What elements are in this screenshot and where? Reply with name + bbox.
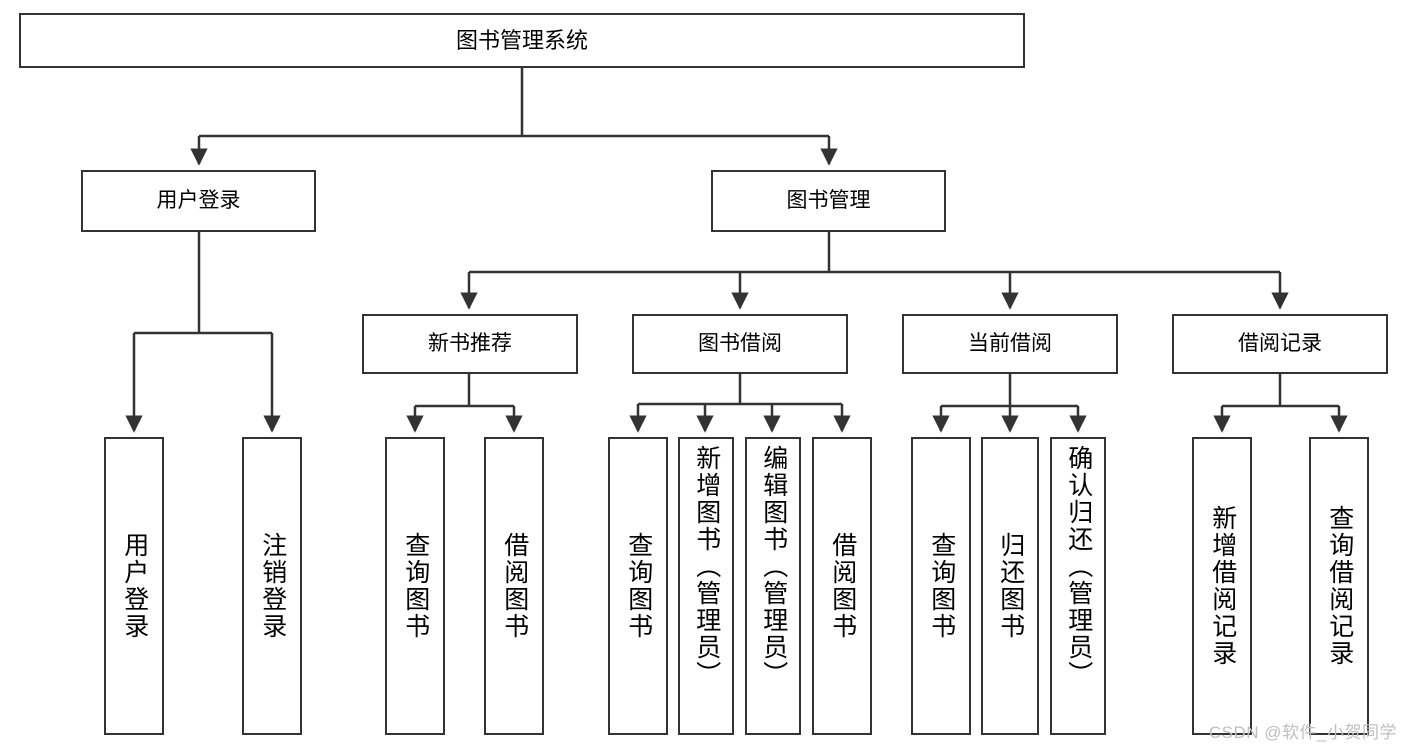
node-label: 图书借阅 — [698, 331, 782, 355]
node-label: 查询图书 — [401, 532, 430, 640]
node-label: 编辑图书（管理员） — [759, 445, 788, 688]
node-borrowing-records[interactable]: 借阅记录 — [1172, 314, 1388, 374]
node-label: 借阅记录 — [1238, 331, 1322, 355]
leaf-book-borrow-edit-book-admin[interactable]: 编辑图书（管理员） — [745, 437, 801, 735]
leaf-current-borrow-query-books[interactable]: 查询图书 — [911, 437, 971, 735]
node-label: 新增图书（管理员） — [692, 445, 721, 688]
leaf-new-book-borrow-books[interactable]: 借阅图书 — [484, 437, 544, 735]
node-label: 查询借阅记录 — [1325, 505, 1354, 667]
node-user-login[interactable]: 用户登录 — [81, 170, 316, 232]
leaf-book-borrow-borrow-books[interactable]: 借阅图书 — [812, 437, 872, 735]
node-label: 查询图书 — [624, 532, 653, 640]
node-current-borrowing[interactable]: 当前借阅 — [902, 314, 1118, 374]
leaf-borrow-record-add-record[interactable]: 新增借阅记录 — [1192, 437, 1252, 735]
node-label: 当前借阅 — [968, 331, 1052, 355]
node-label: 借阅图书 — [828, 532, 857, 640]
node-book-management[interactable]: 图书管理 — [711, 170, 946, 232]
node-label: 新增借阅记录 — [1208, 505, 1237, 667]
leaf-borrow-record-query-record[interactable]: 查询借阅记录 — [1309, 437, 1369, 735]
node-label: 注销登录 — [258, 532, 287, 640]
node-label: 新书推荐 — [428, 331, 512, 355]
leaf-book-borrow-query-books[interactable]: 查询图书 — [608, 437, 668, 735]
node-label: 确认归还（管理员） — [1064, 445, 1093, 688]
leaf-current-borrow-confirm-return-admin[interactable]: 确认归还（管理员） — [1050, 437, 1106, 735]
node-label: 用户登录 — [120, 532, 149, 640]
node-label: 图书管理 — [786, 188, 871, 212]
leaf-new-book-query-books[interactable]: 查询图书 — [385, 437, 445, 735]
node-new-book-recommendation[interactable]: 新书推荐 — [362, 314, 578, 374]
node-label: 查询图书 — [927, 532, 956, 640]
leaf-user-login-signin[interactable]: 用户登录 — [104, 437, 164, 735]
node-label: 借阅图书 — [500, 532, 529, 640]
node-label: 用户登录 — [156, 188, 241, 212]
leaf-user-login-signout[interactable]: 注销登录 — [242, 437, 302, 735]
node-library-management-system[interactable]: 图书管理系统 — [19, 13, 1025, 68]
watermark-text: CSDN @软件_小贺同学 — [1208, 723, 1397, 742]
leaf-current-borrow-return-books[interactable]: 归还图书 — [981, 437, 1039, 735]
node-book-borrowing[interactable]: 图书借阅 — [632, 314, 848, 374]
node-label: 图书管理系统 — [455, 27, 588, 53]
node-label: 归还图书 — [996, 532, 1025, 640]
leaf-book-borrow-add-book-admin[interactable]: 新增图书（管理员） — [678, 437, 734, 735]
